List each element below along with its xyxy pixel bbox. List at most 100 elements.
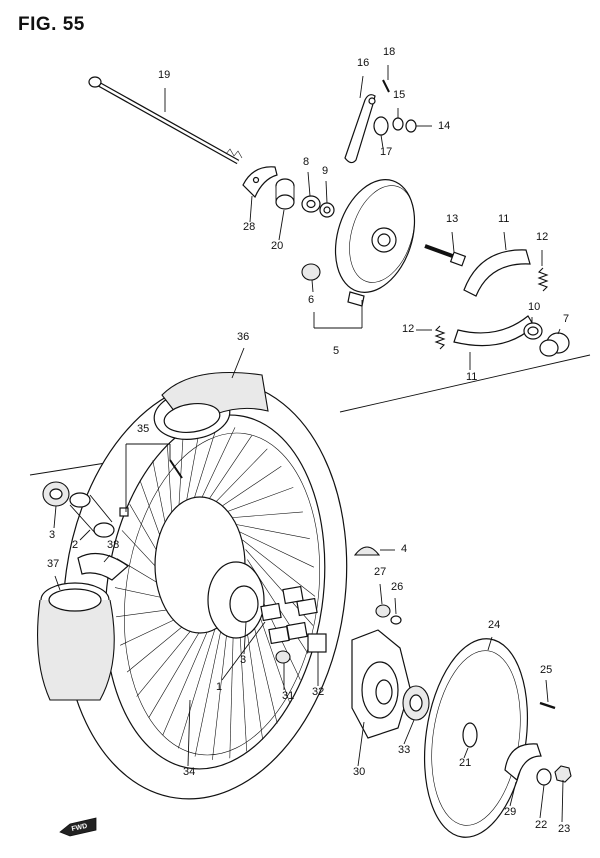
part-number-label: 32 <box>312 686 324 698</box>
spoke <box>233 523 310 539</box>
part-number-label: 14 <box>438 120 450 132</box>
chain-adjuster-part <box>242 166 278 199</box>
part-number-label: 4 <box>401 543 407 555</box>
leader-line <box>249 195 253 223</box>
part-number-label: 29 <box>504 806 516 818</box>
part-number-label: 11 <box>466 371 477 383</box>
figure-title: FIG. 55 <box>18 14 85 35</box>
part-number-label: 7 <box>563 313 569 325</box>
part-number-label: 3 <box>49 529 55 541</box>
part-number-label: 23 <box>558 823 570 835</box>
leader-line <box>561 779 564 823</box>
leader-line <box>307 171 311 197</box>
leader-line <box>325 180 328 204</box>
part-number-label: 26 <box>391 581 403 593</box>
brake-arm-part <box>344 94 376 164</box>
part-number-label: 6 <box>308 294 314 306</box>
part-number-label: 21 <box>459 757 471 769</box>
leader-line <box>103 554 111 563</box>
valve-cap-part <box>353 546 381 556</box>
lock-washer-part <box>504 743 542 782</box>
leader-line <box>357 721 365 767</box>
leader-line <box>79 529 91 541</box>
spoke <box>148 628 202 718</box>
spring-upper <box>537 267 549 292</box>
spoke <box>194 626 222 757</box>
part-number-label: 37 <box>47 558 59 570</box>
leader-line <box>311 279 314 293</box>
brake-panel-part <box>334 179 416 307</box>
part-number-label: 38 <box>107 539 119 551</box>
leader-line <box>359 75 364 99</box>
leader-line <box>487 636 493 651</box>
part-number-label: 27 <box>374 566 386 578</box>
part-number-label: 24 <box>488 619 500 631</box>
brake-shoe-upper <box>463 249 531 297</box>
fwd-label: FWD <box>71 823 88 833</box>
spoke <box>227 511 303 519</box>
leader-line <box>545 679 549 703</box>
spoke <box>120 615 183 646</box>
part-number-label: 35 <box>137 423 149 435</box>
part-number-label: 31 <box>282 690 294 702</box>
collar-part <box>539 332 570 357</box>
spoke <box>242 539 316 597</box>
leader-line <box>187 699 191 767</box>
part-number-label: 5 <box>333 345 339 357</box>
leader-line <box>243 621 247 655</box>
sprocket-spacer <box>307 633 327 653</box>
spacer-tube-part <box>69 492 115 538</box>
spoke <box>207 448 268 511</box>
part-number-label: 3 <box>240 654 246 666</box>
part-number-label: 34 <box>183 766 195 778</box>
spoke <box>212 621 229 760</box>
leader-line <box>557 328 561 335</box>
sprocket-part <box>423 638 529 838</box>
axle-part <box>88 76 243 165</box>
part-number-label: 16 <box>357 57 369 69</box>
leader-line <box>278 209 285 241</box>
leader-line <box>509 781 517 807</box>
spoke <box>229 615 234 759</box>
leader-line <box>403 719 415 745</box>
part-number-label: 36 <box>237 331 249 343</box>
part-number-label: 2 <box>72 539 78 551</box>
leader-line <box>231 347 245 379</box>
part-number-label: 30 <box>353 766 365 778</box>
part-number-label: 10 <box>528 301 540 313</box>
spring-lower <box>434 325 446 350</box>
leader-line <box>380 134 384 149</box>
leader-line <box>451 231 455 253</box>
leader-line <box>394 597 397 615</box>
part-number-label: 15 <box>393 89 405 101</box>
leader-line <box>463 747 469 759</box>
spoke <box>126 621 189 673</box>
tube-part <box>37 582 115 701</box>
part-number-label: 22 <box>535 819 547 831</box>
spoke <box>221 487 294 514</box>
part-number-label: 18 <box>383 46 395 58</box>
spoke <box>162 629 209 736</box>
part-number-label: 12 <box>402 323 414 335</box>
rear-wheel <box>62 380 348 800</box>
part-number-label: 17 <box>380 146 392 158</box>
leader-line <box>221 621 266 681</box>
part-number-label: 9 <box>322 165 328 177</box>
spoke <box>238 531 315 568</box>
part-number-label: 1 <box>216 681 222 693</box>
part-number-label: 33 <box>398 744 410 756</box>
leader-line <box>54 575 61 591</box>
sprocket-carrier-part <box>351 629 411 739</box>
spoke <box>214 465 282 512</box>
part-number-label: 12 <box>536 231 548 243</box>
leader-line <box>53 505 57 529</box>
part-number-label: 19 <box>158 69 170 81</box>
hub-damper-part <box>260 585 318 645</box>
leader-line <box>539 784 545 819</box>
tire-part <box>153 371 269 440</box>
part-number-label: 20 <box>271 240 283 252</box>
leader-line <box>379 583 383 605</box>
fwd-arrow-icon: FWD <box>59 817 97 837</box>
